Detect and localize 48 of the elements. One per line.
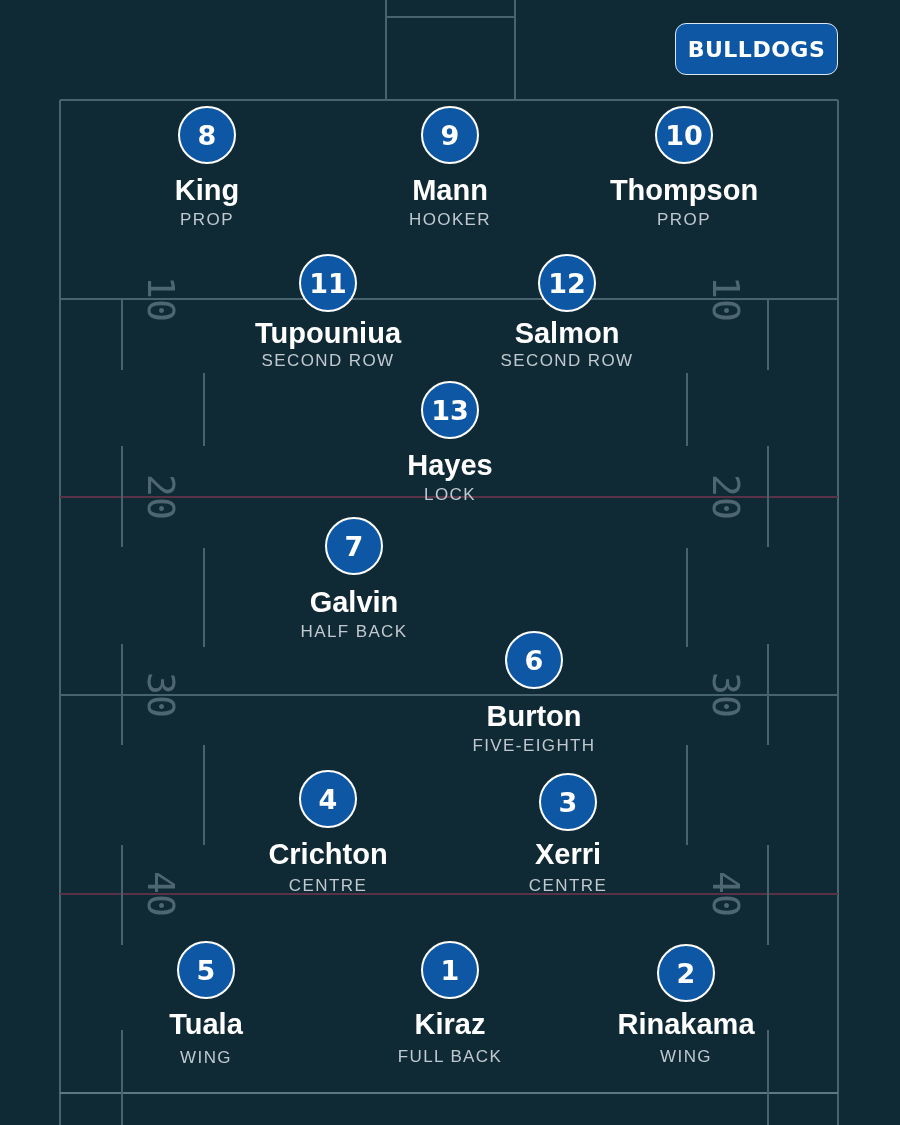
jersey-number: 3 bbox=[539, 773, 597, 831]
jersey-number: 6 bbox=[505, 631, 563, 689]
player-name: Tupouniua bbox=[255, 316, 401, 350]
jersey-number: 10 bbox=[655, 106, 713, 164]
player-position: FULL BACK bbox=[397, 1047, 503, 1067]
player-position: SECOND ROW bbox=[500, 351, 634, 371]
jersey-number: 13 bbox=[421, 381, 479, 439]
player-position: WING bbox=[660, 1047, 712, 1067]
jersey-number: 7 bbox=[325, 517, 383, 575]
player-name: Salmon bbox=[514, 316, 620, 350]
distance-marking: 30 bbox=[142, 672, 180, 718]
distance-marking: 10 bbox=[142, 276, 180, 322]
jersey-number: 2 bbox=[657, 944, 715, 1002]
jersey-number: 9 bbox=[421, 106, 479, 164]
player-name: King bbox=[174, 173, 240, 207]
player-name: Kiraz bbox=[414, 1007, 486, 1041]
distance-marking: 30 bbox=[707, 672, 745, 718]
player-name: Crichton bbox=[268, 837, 388, 871]
player-position: PROP bbox=[657, 210, 711, 230]
player-name: Tuala bbox=[169, 1007, 243, 1041]
distance-marking: 40 bbox=[142, 871, 180, 917]
distance-marking: 20 bbox=[142, 474, 180, 520]
distance-marking: 10 bbox=[707, 276, 745, 322]
player-position: SECOND ROW bbox=[261, 351, 395, 371]
distance-marking: 20 bbox=[707, 474, 745, 520]
jersey-number: 4 bbox=[299, 770, 357, 828]
player-position: HALF BACK bbox=[300, 622, 408, 642]
jersey-number: 12 bbox=[538, 254, 596, 312]
player-name: Mann bbox=[412, 173, 488, 207]
player-name: Hayes bbox=[407, 448, 493, 482]
jersey-number: 11 bbox=[299, 254, 357, 312]
team-name-tag: BULLDOGS bbox=[675, 23, 838, 75]
player-position: CENTRE bbox=[288, 876, 368, 896]
player-position: CENTRE bbox=[528, 876, 608, 896]
jersey-number: 5 bbox=[177, 941, 235, 999]
player-position: LOCK bbox=[424, 485, 476, 505]
jersey-number: 8 bbox=[178, 106, 236, 164]
player-name: Thompson bbox=[609, 173, 759, 207]
player-position: PROP bbox=[180, 210, 234, 230]
player-name: Galvin bbox=[309, 585, 399, 619]
player-name: Burton bbox=[486, 699, 582, 733]
player-position: HOOKER bbox=[408, 210, 492, 230]
player-position: FIVE-EIGHTH bbox=[472, 736, 596, 756]
player-position: WING bbox=[180, 1048, 232, 1068]
distance-marking: 40 bbox=[707, 871, 745, 917]
player-name: Rinakama bbox=[617, 1007, 755, 1041]
jersey-number: 1 bbox=[421, 941, 479, 999]
player-name: Xerri bbox=[534, 837, 602, 871]
